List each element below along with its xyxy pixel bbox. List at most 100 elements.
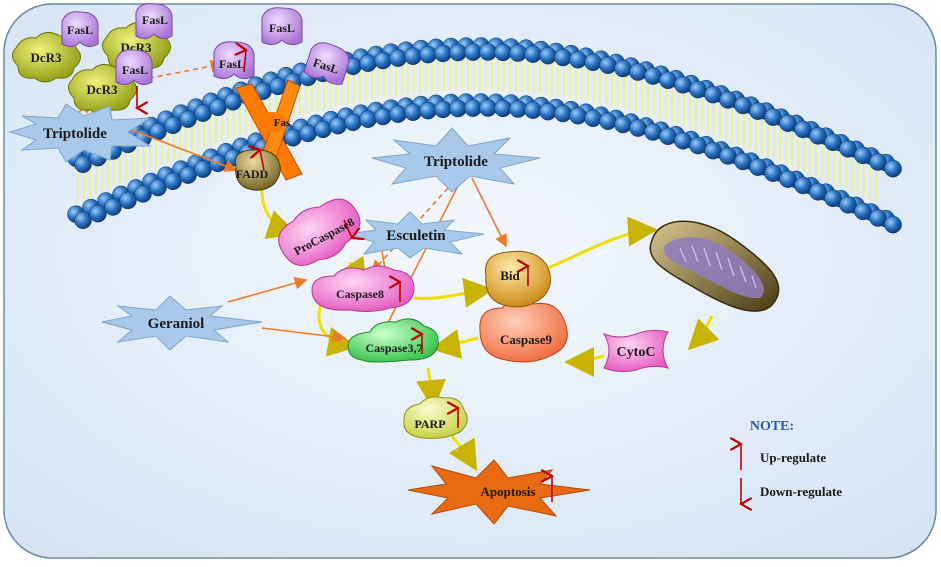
fas-label: Fas: [274, 117, 291, 129]
membrane-lipid-head: [479, 99, 497, 117]
membrane-lipid-head: [599, 112, 617, 130]
membrane-lipid-head: [854, 202, 872, 221]
membrane-lipid-head: [779, 170, 797, 188]
fadd-label: FADD: [236, 167, 269, 181]
membrane-lipid-head: [509, 100, 527, 118]
membrane-lipid-head: [719, 91, 737, 109]
fasl-shape-2: [135, 3, 173, 40]
membrane-lipid-head: [524, 45, 542, 63]
membrane-lipid-head: [344, 113, 362, 132]
triptolide-left-label: Triptolide: [43, 126, 107, 142]
membrane-lipid-head: [374, 107, 392, 126]
membrane-lipid-head: [674, 132, 692, 150]
arrow-geraniol-procaspase8: [227, 276, 308, 303]
membrane-lipid-head: [704, 85, 722, 104]
triptolide-left-star: Triptolide: [8, 103, 152, 163]
fadd: FADD: [234, 149, 281, 191]
fasl-label-2: FasL: [142, 13, 168, 27]
membrane-lipid-head: [224, 92, 242, 111]
arrow-dcr3-fasl-dashed: [139, 59, 224, 81]
membrane-lipid-head: [554, 104, 572, 123]
arrow-cytoc-caspase9: [564, 346, 605, 377]
membrane-lipid-head: [749, 102, 767, 120]
membrane-lipid-head: [539, 46, 557, 65]
membrane-lipid-head: [539, 102, 557, 121]
cytoc-label: CytoC: [617, 345, 656, 360]
membrane-lipid-head: [869, 209, 887, 227]
arrow-parp-apoptosis: [448, 435, 478, 472]
fasl-up-arrow: [244, 50, 246, 73]
membrane-lipid-head: [509, 44, 527, 62]
regulation-arrows: [137, 50, 552, 502]
membrane-lipid-head: [134, 185, 152, 203]
membrane-lipid-head: [314, 120, 332, 139]
membrane-lipid-head: [629, 119, 647, 137]
membrane-lipid-head: [119, 191, 137, 210]
membrane-lipid-head: [839, 140, 857, 158]
procaspase8-down-arrow: [343, 219, 352, 238]
membrane-lipid-head: [449, 43, 467, 62]
membrane-lipid-head: [764, 108, 782, 126]
membrane-lipid-head: [659, 71, 677, 89]
arrow-geraniol-caspase37: [261, 327, 346, 343]
membrane-lipid-head: [734, 96, 752, 115]
membrane-lipid-head: [659, 127, 677, 145]
membrane-lipid-head: [329, 116, 347, 135]
membrane-lipid-head: [194, 160, 212, 178]
membrane-lipid-head: [674, 76, 692, 94]
membrane-lipid-head: [419, 101, 437, 120]
membrane-lipid-head: [404, 47, 422, 65]
esculetin-label: Esculetin: [386, 228, 446, 244]
cell-background: [3, 3, 937, 559]
membrane-lipid-head: [794, 176, 812, 195]
membrane-lipid-head: [554, 48, 572, 67]
membrane-lipid-head: [584, 109, 602, 128]
membrane-lipid-head: [644, 67, 662, 85]
caspase8-label: Caspase8: [336, 287, 384, 301]
fasl-label-5: FasL: [219, 57, 245, 71]
membrane-lipid-head: [209, 98, 227, 117]
membrane-lipid-head: [569, 50, 587, 69]
membrane-lipid-head: [179, 110, 197, 128]
geraniol-label: Geraniol: [148, 316, 205, 332]
parp-label: PARP: [414, 417, 445, 431]
membrane-lipid-head: [359, 110, 377, 128]
membrane-lipid-head: [764, 164, 782, 182]
arrow-bid-mitochondrion: [547, 216, 658, 270]
membrane-lipid-head: [464, 99, 482, 117]
caspase37-label: Caspase3,7: [365, 341, 422, 355]
bid: Bid: [484, 250, 551, 308]
fasl-shape-1: [61, 11, 99, 48]
mitochondrion: [649, 220, 780, 312]
membrane-lipid-head: [164, 172, 182, 191]
legend-down-label: Down-regulate: [760, 484, 842, 499]
parp: PARP: [403, 396, 468, 439]
membrane-lipid-head: [734, 152, 752, 171]
membrane-lipid-head: [74, 155, 92, 173]
fasl-shape-4: [261, 7, 303, 46]
procaspase8: ProCaspase8: [278, 198, 361, 266]
membrane-lipid-head: [74, 211, 92, 229]
caspase8: Caspase8: [311, 265, 415, 313]
membrane-lipid-head: [584, 53, 602, 72]
fasl-shape-6: [303, 42, 350, 85]
membrane-lipid-head: [299, 124, 317, 143]
membrane-lipid-head: [434, 44, 452, 63]
membrane-lipid-head: [494, 99, 512, 118]
membrane-lipid-head: [599, 56, 617, 74]
membrane-lipid-head: [404, 103, 422, 121]
membrane-lipid-head: [359, 54, 377, 72]
membrane-lipid-head: [809, 127, 827, 145]
membrane-lipid-head: [284, 128, 302, 147]
membrane-lipid-head: [779, 114, 797, 132]
membrane-lipid-head: [194, 104, 212, 122]
membrane-lipid-head: [374, 51, 392, 70]
fasl-label-1: FasL: [67, 23, 93, 37]
membrane-lipid-head: [794, 120, 812, 139]
apoptosis-label: Apoptosis: [481, 484, 536, 499]
membrane-lipid-head: [719, 147, 737, 165]
membrane-lipid-head: [614, 59, 632, 78]
legend: NOTE: Up-regulate Down-regulate: [741, 419, 842, 504]
membrane-lipid-head: [104, 198, 122, 216]
